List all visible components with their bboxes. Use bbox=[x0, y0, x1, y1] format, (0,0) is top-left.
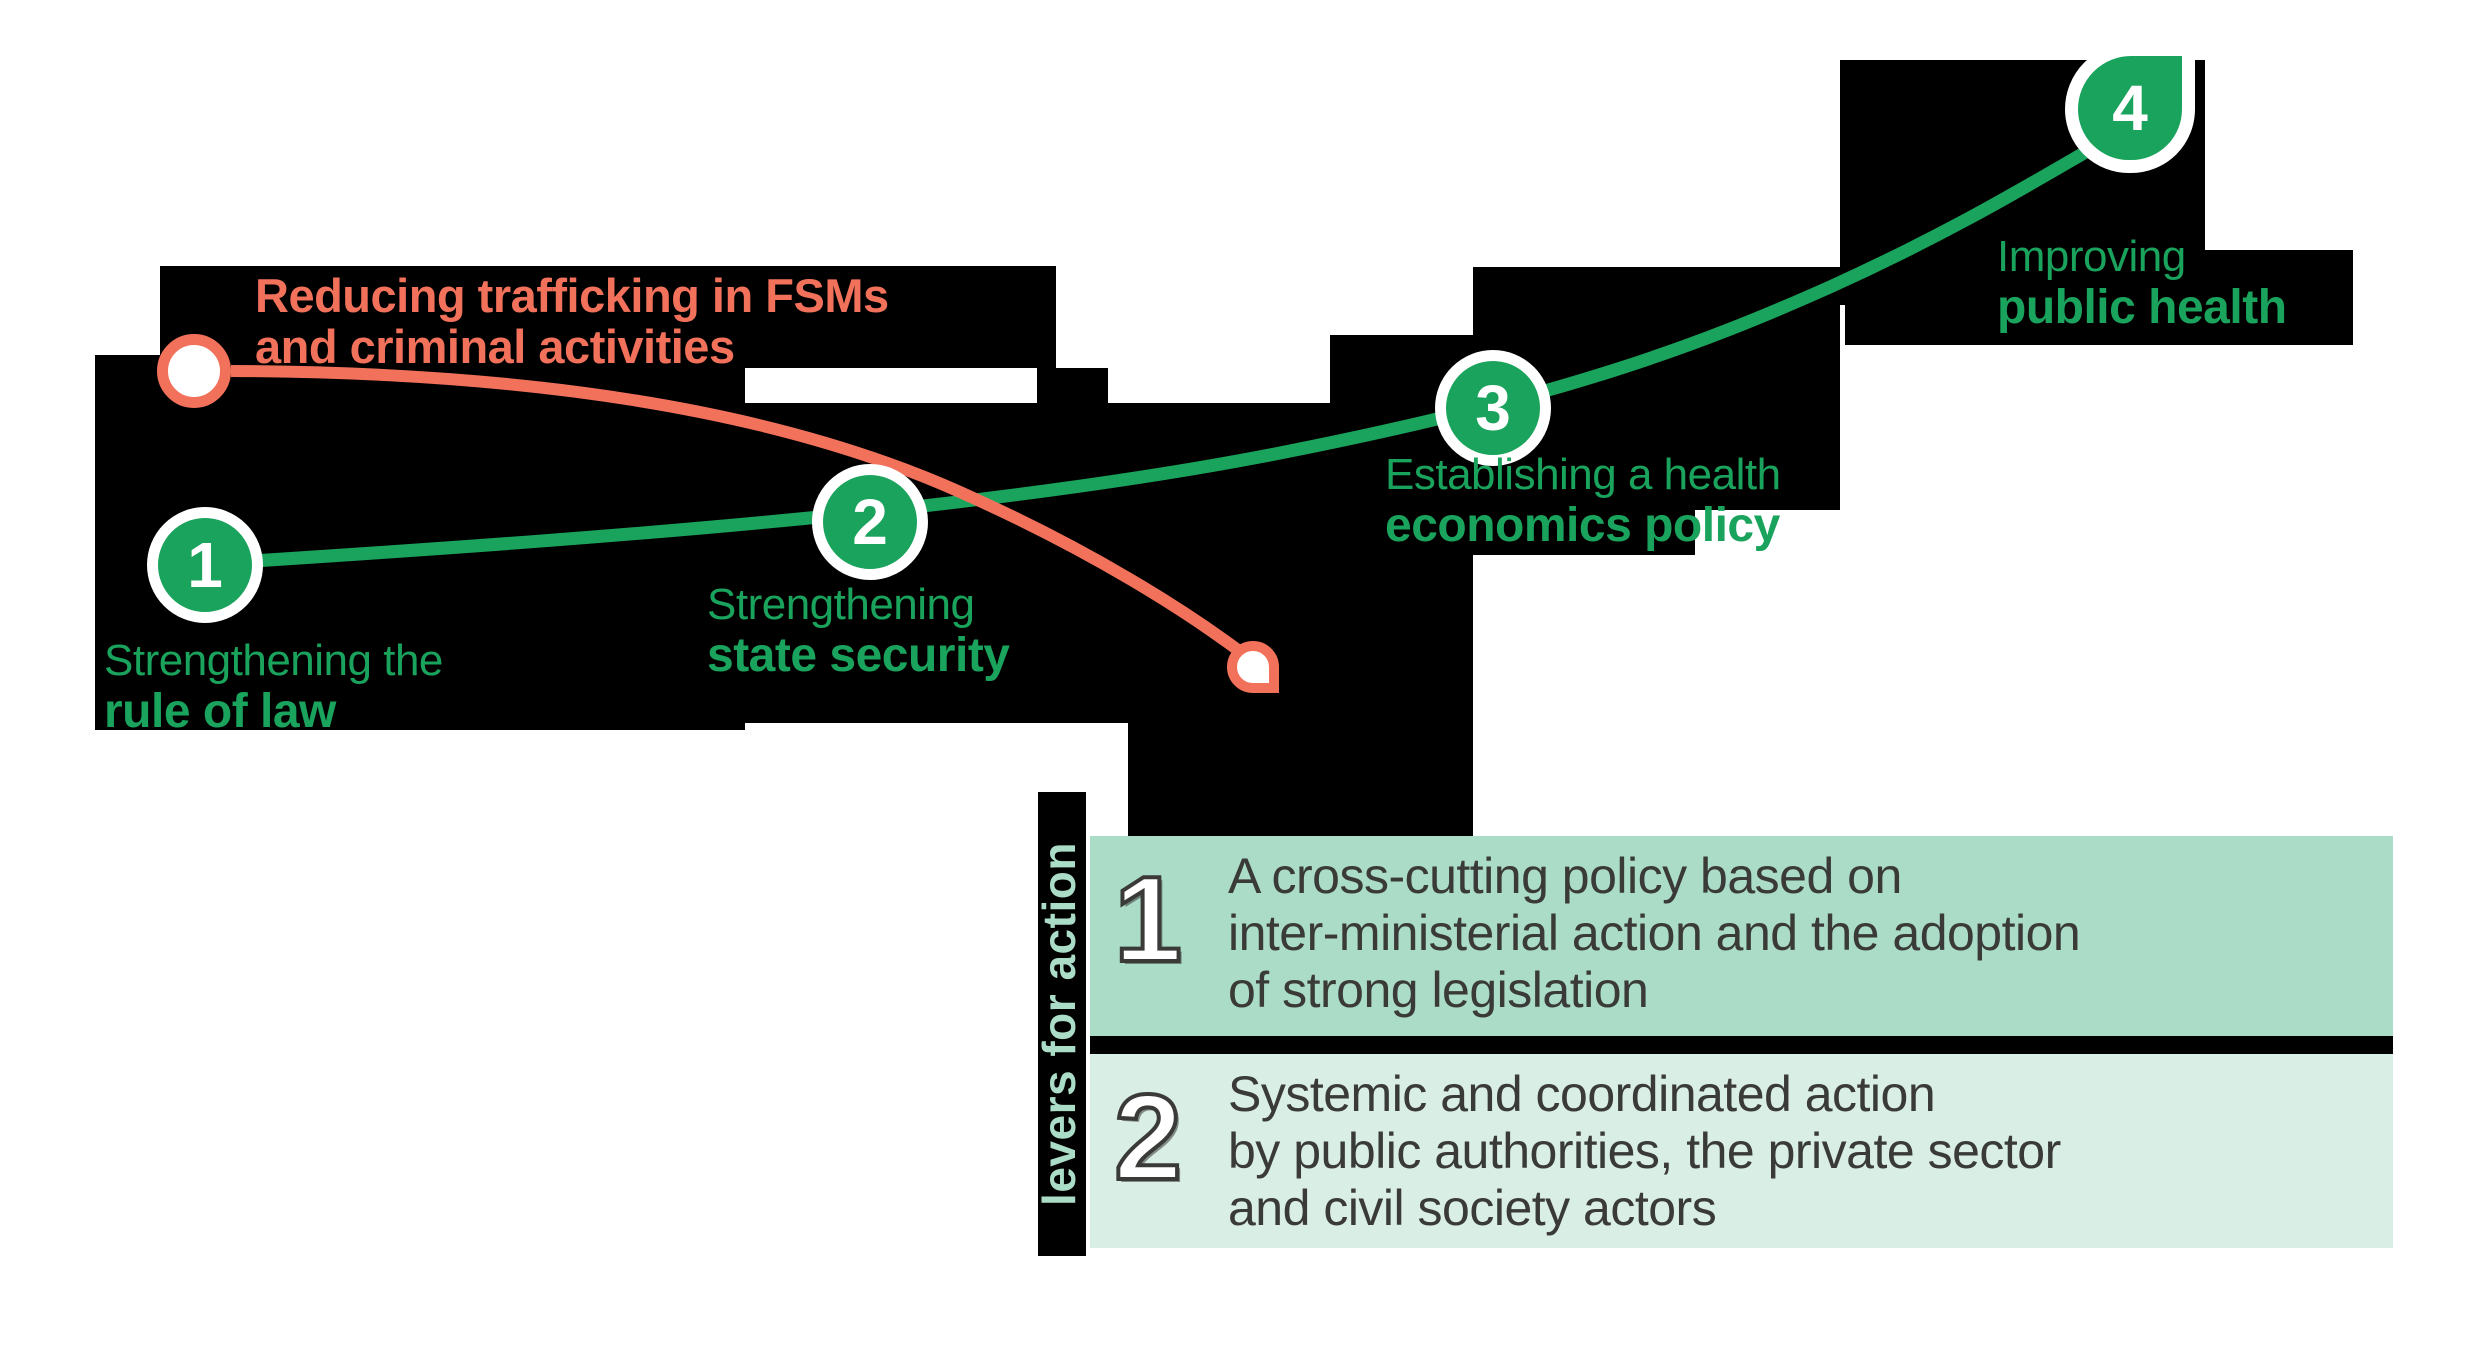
stage-1-label-bold: rule of law bbox=[104, 685, 336, 738]
stage-4-label: Improving public health bbox=[1997, 232, 2287, 334]
bg-panel-red-title bbox=[160, 266, 1056, 368]
lever-1-line2: inter-ministerial action and the adoptio… bbox=[1228, 905, 2081, 961]
red-curve-end-teardrop-icon bbox=[1227, 641, 1279, 693]
stage-4-label-bold: public health bbox=[1997, 281, 2287, 334]
lever-2-text: Systemic and coordinated action by publi… bbox=[1228, 1066, 2061, 1237]
green-growth-curve bbox=[252, 132, 2114, 568]
red-curve-label: Reducing trafficking in FSMs and crimina… bbox=[255, 270, 889, 372]
red-curve-label-line2: and criminal activities bbox=[255, 320, 735, 373]
stage-2-label-bold: state security bbox=[707, 629, 1010, 682]
bg-panel-mid bbox=[745, 403, 1150, 723]
stage-3-number: 3 bbox=[1475, 372, 1511, 444]
lever-row-2 bbox=[1090, 1054, 2393, 1248]
red-curve-label-line1: Reducing trafficking in FSMs bbox=[255, 269, 889, 322]
stage-4-label-regular: Improving bbox=[1997, 232, 2186, 281]
red-curve-start-circle bbox=[157, 334, 231, 408]
lever-2-line2: by public authorities, the private secto… bbox=[1228, 1123, 2061, 1179]
stage-2-number: 2 bbox=[852, 486, 888, 558]
levers-title: levers for action bbox=[1033, 842, 1085, 1206]
stage-1-label: Strengthening the rule of law bbox=[104, 636, 443, 738]
stage-3-label-regular: Establishing a health bbox=[1385, 450, 1781, 499]
stage-3-label-bold: economics policy bbox=[1385, 499, 1780, 552]
lever-1-text: A cross-cutting policy based on inter-mi… bbox=[1228, 848, 2081, 1019]
bg-panel-stage4 bbox=[1845, 250, 2353, 345]
lever-1-line3: of strong legislation bbox=[1228, 962, 1649, 1018]
stage-1-label-regular: Strengthening the bbox=[104, 636, 443, 685]
levers-title-strip bbox=[1038, 792, 1086, 1256]
lever-2-line1: Systemic and coordinated action bbox=[1228, 1066, 1936, 1122]
stage-4-number: 4 bbox=[2112, 72, 2148, 144]
lever-1-number: 1 bbox=[1112, 851, 1184, 987]
lever-2-line3: and civil society actors bbox=[1228, 1180, 1717, 1236]
lever-1-line1: A cross-cutting policy based on bbox=[1228, 848, 1902, 904]
stage-2-label-regular: Strengthening bbox=[707, 580, 975, 629]
lever-2-number: 2 bbox=[1112, 1069, 1184, 1205]
stage-1-number: 1 bbox=[187, 529, 223, 601]
stage-2-marker: 2 bbox=[812, 464, 928, 580]
stage-4-leaf-icon: 4 bbox=[2065, 43, 2195, 173]
bg-panel-notch bbox=[1037, 368, 1108, 405]
stage-3-label: Establishing a health economics policy bbox=[1385, 450, 1781, 552]
stage-3-marker: 3 bbox=[1435, 350, 1551, 466]
stage-2-label: Strengthening state security bbox=[707, 580, 1010, 682]
red-decline-curve bbox=[230, 365, 1250, 661]
lever-row-1 bbox=[1090, 836, 2393, 1036]
lever-row-divider bbox=[1090, 1036, 2393, 1054]
stage-1-marker: 1 bbox=[147, 507, 263, 623]
